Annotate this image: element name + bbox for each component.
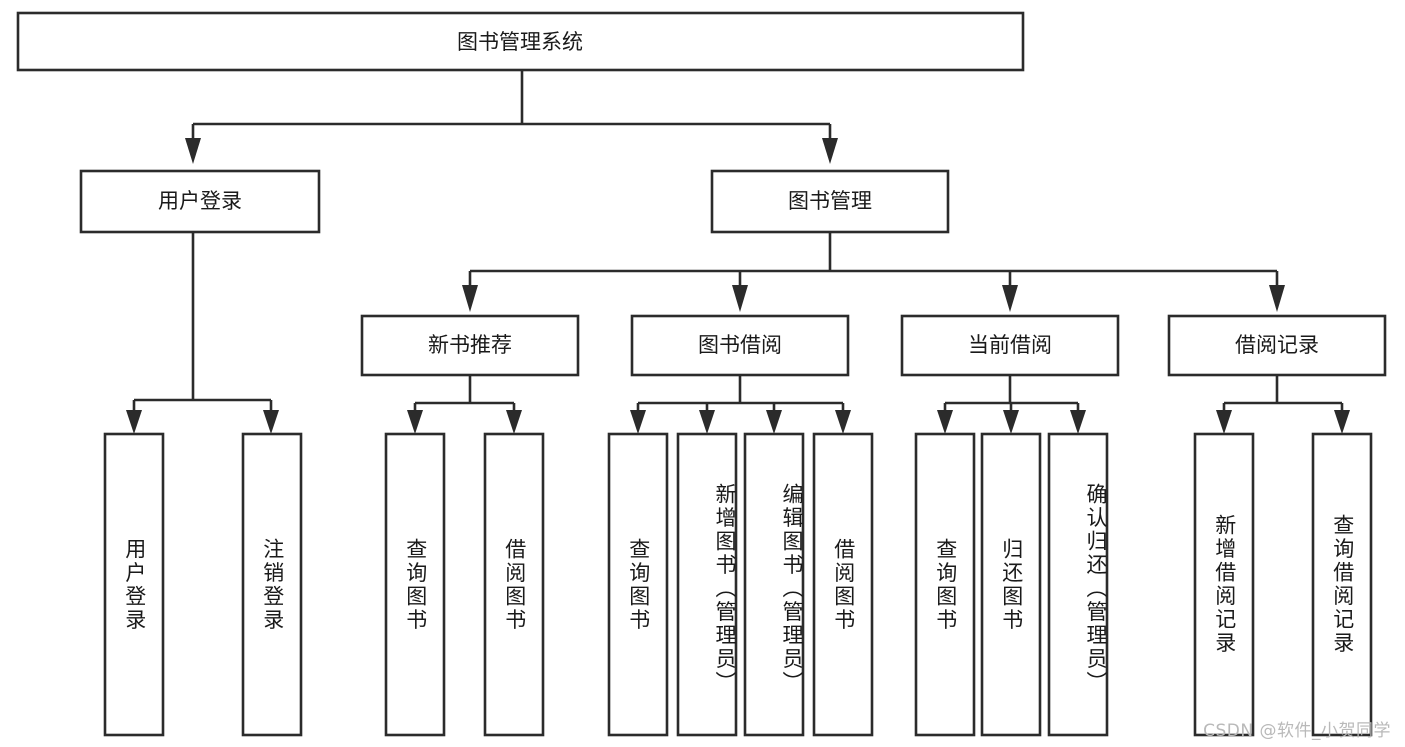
arrow-head-leaf-borrow-book-2 xyxy=(835,410,851,434)
arrow-head-new-book-recommend xyxy=(462,285,478,312)
node-leaf-borrow-book-1-box[interactable] xyxy=(483,432,545,737)
arrow-head-leaf-return-book xyxy=(1003,410,1019,434)
node-borrow-record-box[interactable] xyxy=(1167,314,1387,377)
node-root-box[interactable] xyxy=(16,11,1025,72)
node-leaf-borrow-book-2-box[interactable] xyxy=(812,432,874,737)
arrow-head-leaf-user-login xyxy=(126,410,142,434)
node-book-management-box[interactable] xyxy=(710,169,950,234)
node-root[interactable]: 图书管理系统 xyxy=(16,11,1025,72)
node-book-management[interactable]: 图书管理 xyxy=(710,169,950,234)
arrow-head-borrow-record xyxy=(1269,285,1285,312)
node-leaf-query-book-3-box[interactable] xyxy=(914,432,976,737)
node-leaf-query-record-box[interactable] xyxy=(1311,432,1373,737)
arrow-head-leaf-query-book-2 xyxy=(630,410,646,434)
arrow-head-book-borrow xyxy=(732,285,748,312)
arrow-head-current-borrow xyxy=(1002,285,1018,312)
arrow-head-leaf-add-book xyxy=(699,410,715,434)
arrow-head-user-login xyxy=(185,138,201,164)
node-book-borrow[interactable]: 图书借阅 xyxy=(630,314,850,377)
node-leaf-return-book-box[interactable] xyxy=(980,432,1042,737)
node-current-borrow[interactable]: 当前借阅 xyxy=(900,314,1120,377)
arrow-head-leaf-query-book-1 xyxy=(407,410,423,434)
node-leaf-user-login-box[interactable] xyxy=(103,432,165,737)
arrow-head-leaf-logout-login xyxy=(263,410,279,434)
leaf-boxes xyxy=(103,432,1373,737)
node-new-book-recommend-box[interactable] xyxy=(360,314,580,377)
connector-group-book-management xyxy=(462,232,1285,312)
node-leaf-add-book-box[interactable] xyxy=(676,432,738,737)
connector-group-root xyxy=(185,70,838,164)
node-current-borrow-box[interactable] xyxy=(900,314,1120,377)
node-new-book-recommend-label: 新书推荐 xyxy=(428,333,512,357)
connector-group-new-book-recommend xyxy=(407,375,522,434)
node-user-login-label: 用户登录 xyxy=(158,189,242,213)
node-current-borrow-label: 当前借阅 xyxy=(968,333,1052,357)
node-book-borrow-label: 图书借阅 xyxy=(698,333,782,357)
arrow-head-book-management xyxy=(822,138,838,164)
node-book-management-label: 图书管理 xyxy=(788,189,872,213)
watermark-text: CSDN @软件_小贺同学 xyxy=(1203,721,1391,741)
node-borrow-record-label: 借阅记录 xyxy=(1235,333,1319,357)
node-user-login-box[interactable] xyxy=(79,169,321,234)
arrow-head-leaf-confirm-return xyxy=(1070,410,1086,434)
node-root-label: 图书管理系统 xyxy=(457,30,583,54)
connector-group-borrow-record xyxy=(1216,375,1350,434)
node-leaf-query-book-2-box[interactable] xyxy=(607,432,669,737)
connector-group-user-login xyxy=(126,232,279,434)
node-leaf-logout-login-box[interactable] xyxy=(241,432,303,737)
arrow-head-leaf-edit-book xyxy=(766,410,782,434)
node-leaf-add-record-box[interactable] xyxy=(1193,432,1255,737)
arrow-head-leaf-add-record xyxy=(1216,410,1232,434)
arrow-head-leaf-query-record xyxy=(1334,410,1350,434)
node-leaf-edit-book-box[interactable] xyxy=(743,432,805,737)
connector-group-book-borrow xyxy=(630,375,851,434)
connector-group-current-borrow xyxy=(937,375,1086,434)
node-book-borrow-box[interactable] xyxy=(630,314,850,377)
arrow-head-leaf-query-book-3 xyxy=(937,410,953,434)
node-borrow-record[interactable]: 借阅记录 xyxy=(1167,314,1387,377)
node-leaf-confirm-return-box[interactable] xyxy=(1047,432,1109,737)
node-new-book-recommend[interactable]: 新书推荐 xyxy=(360,314,580,377)
node-user-login[interactable]: 用户登录 xyxy=(79,169,321,234)
node-leaf-query-book-1-box[interactable] xyxy=(384,432,446,737)
arrow-head-leaf-borrow-book-1 xyxy=(506,410,522,434)
